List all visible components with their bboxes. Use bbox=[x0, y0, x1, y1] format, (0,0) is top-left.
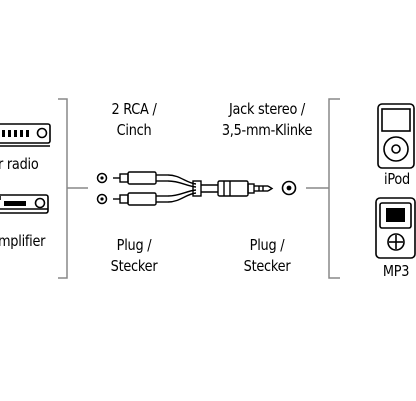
jack-type-line1: Plug / bbox=[249, 236, 285, 254]
left-bracket bbox=[58, 98, 88, 279]
rca-plug-icon bbox=[113, 171, 168, 206]
jack-title-line1: Jack stereo / bbox=[228, 100, 306, 118]
rca-socket-icons bbox=[96, 172, 108, 205]
right-device-top-label: iPod bbox=[384, 170, 410, 188]
jack-type-line2: Stecker bbox=[243, 257, 291, 275]
rca-type-line1: Plug / bbox=[116, 236, 152, 254]
jack-title-line2: 3,5-mm-Klinke bbox=[221, 121, 313, 139]
jack-plug-icon bbox=[217, 180, 274, 197]
rca-type-line2: Stecker bbox=[110, 257, 158, 275]
mp3-player-icon bbox=[375, 197, 416, 259]
left-device-top-label: r radio bbox=[0, 155, 39, 173]
rca-title-line1: 2 RCA / bbox=[111, 100, 157, 118]
right-bracket bbox=[306, 98, 340, 279]
ipod-icon bbox=[377, 103, 415, 169]
radio-receiver-icon bbox=[0, 123, 51, 147]
rca-title-line2: Cinch bbox=[116, 121, 152, 139]
jack-socket-icon bbox=[281, 180, 297, 196]
left-device-bottom-label: mplifier bbox=[0, 232, 46, 250]
right-device-bottom-label: MP3 bbox=[382, 262, 410, 280]
amplifier-icon bbox=[0, 194, 49, 214]
cable-icon bbox=[167, 174, 218, 203]
